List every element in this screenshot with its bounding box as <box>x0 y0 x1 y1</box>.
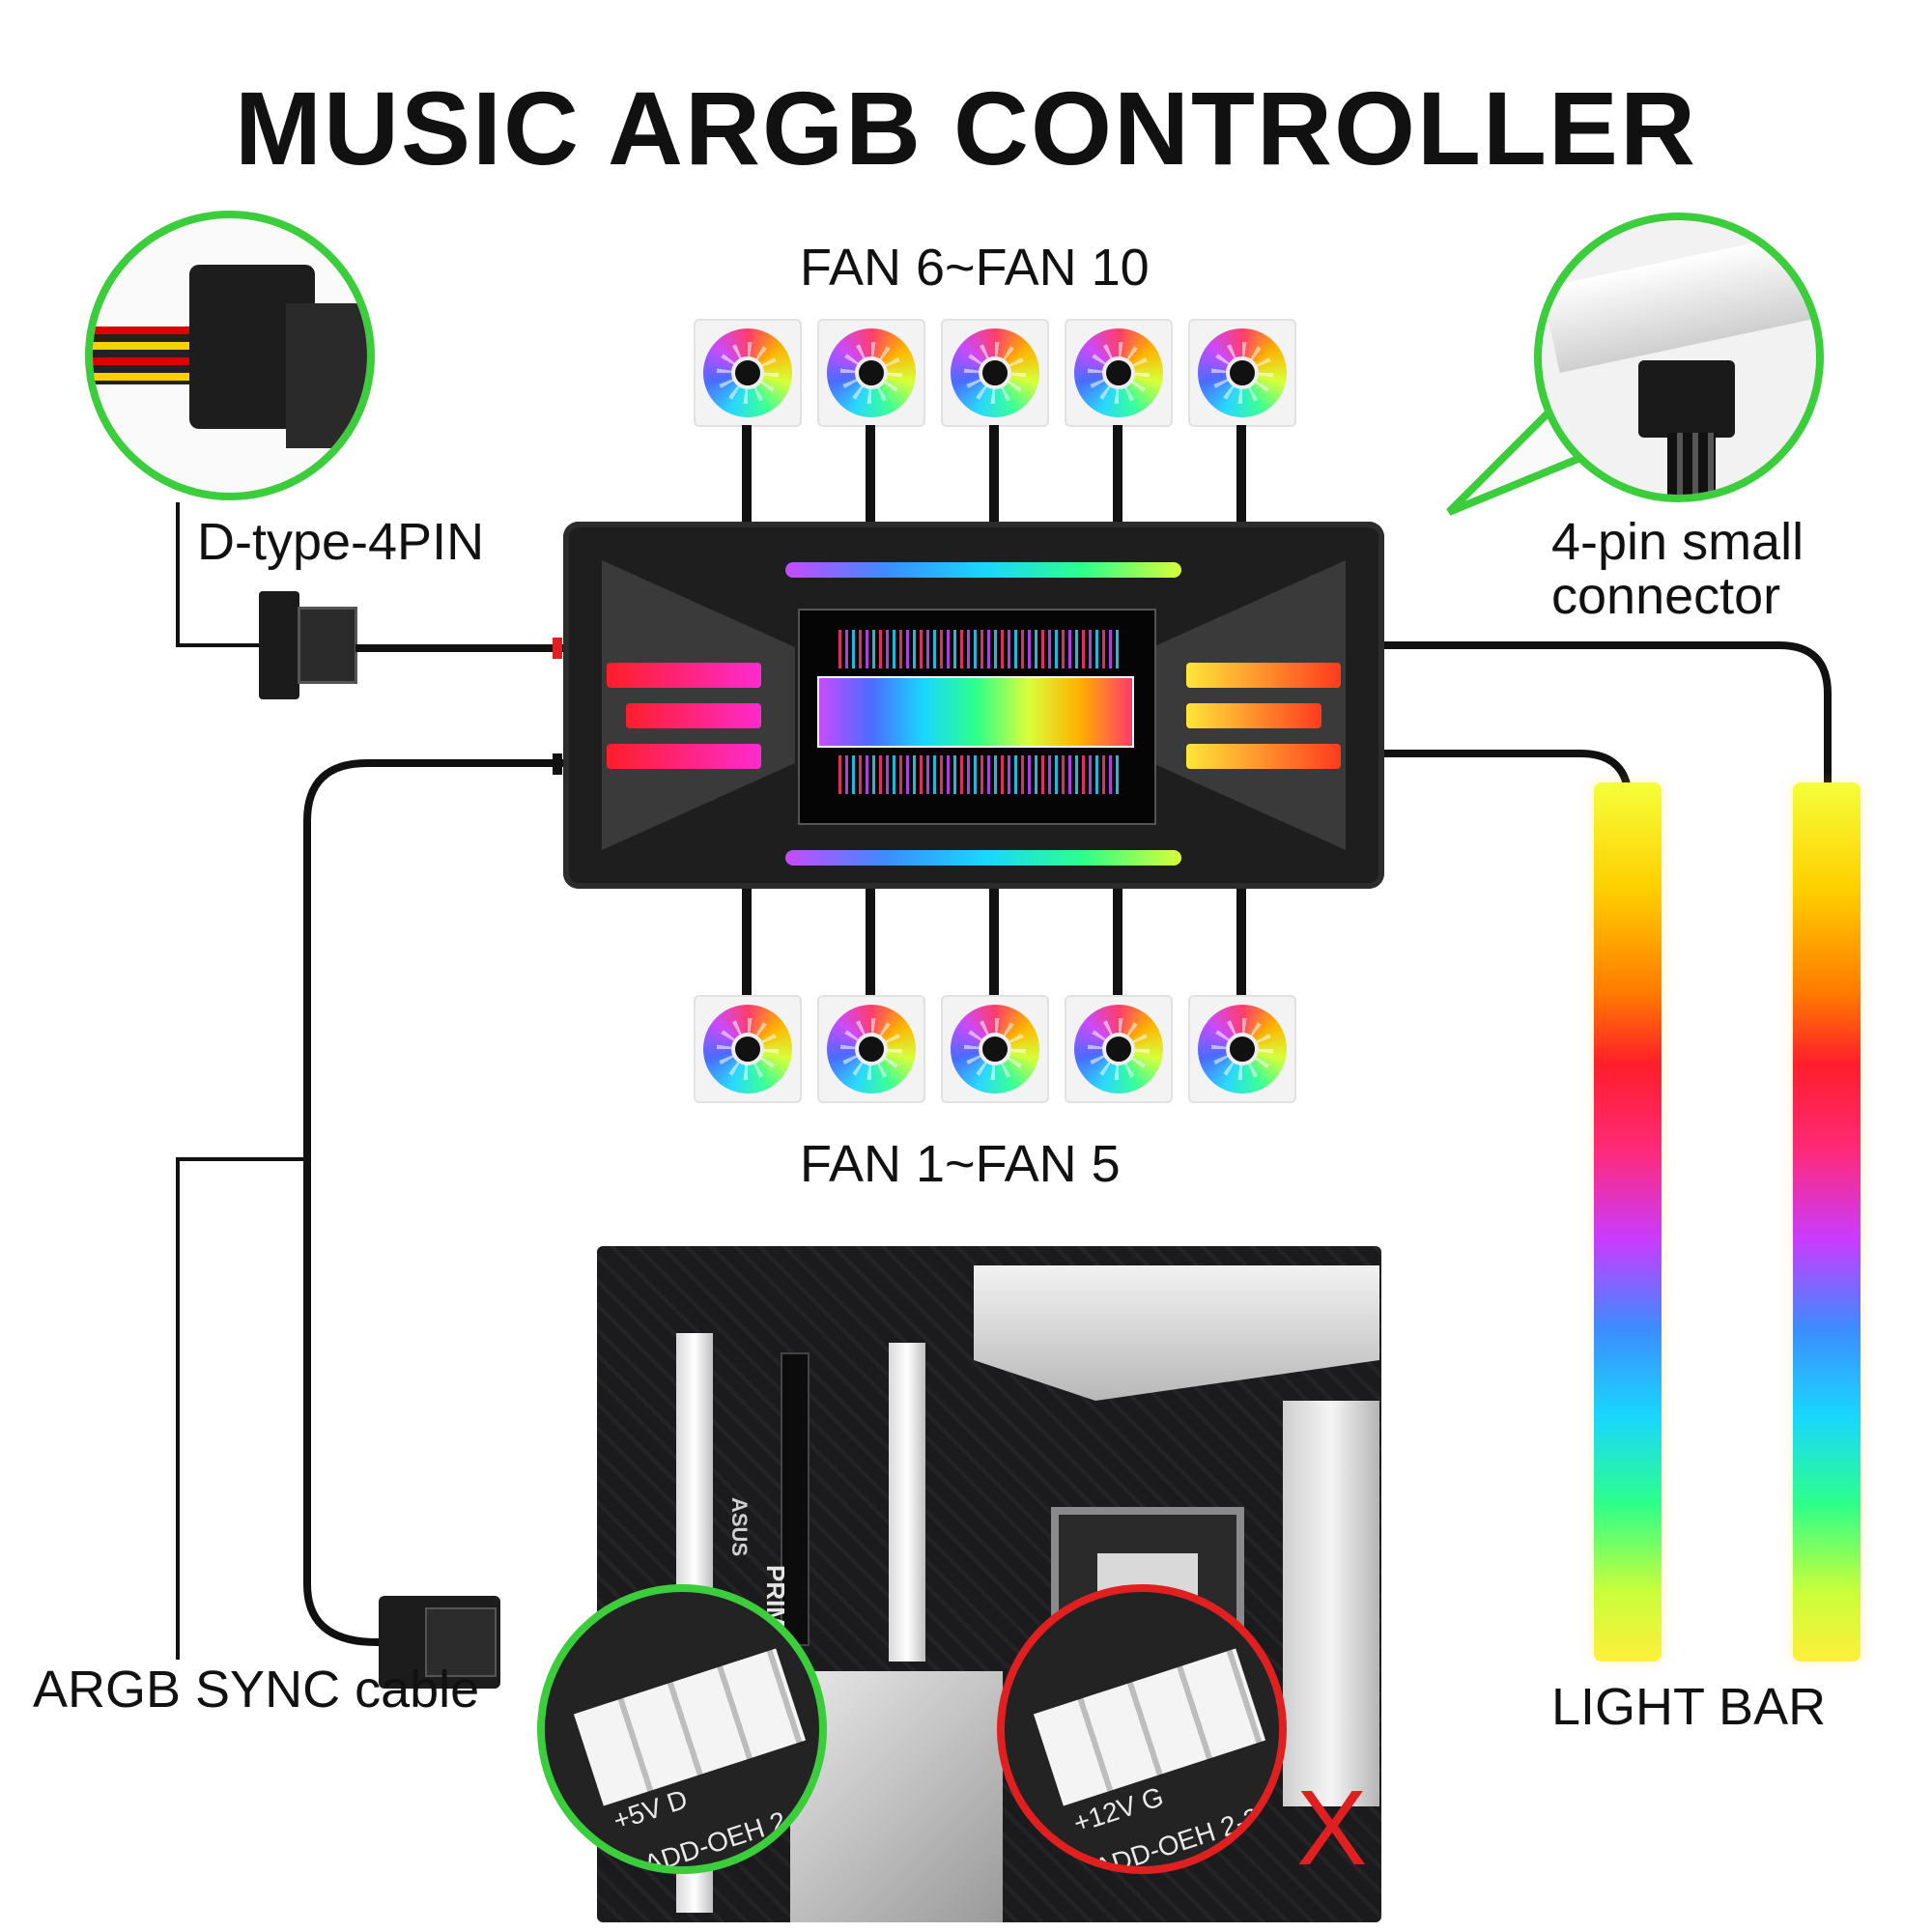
sync-leader-vertical <box>176 1157 180 1660</box>
dtype-connector-wires <box>93 327 199 384</box>
fan-cable-9 <box>1113 425 1122 522</box>
controller-right-bar-1 <box>1186 663 1341 688</box>
controller-left-bar-3 <box>607 744 761 769</box>
controller-right-bar-2 <box>1186 703 1321 728</box>
controller-display <box>798 609 1156 825</box>
page-title: MUSIC ARGB CONTROLLER <box>235 70 1697 186</box>
fan-icon-7 <box>817 319 925 427</box>
controller-bottom-light <box>785 850 1181 866</box>
fans-bottom-label: FAN 1~FAN 5 <box>800 1135 1121 1193</box>
dtype-connector-callout <box>85 211 375 500</box>
incorrect-x-mark: X <box>1296 1769 1368 1888</box>
sync-leader-horizontal <box>176 1157 303 1161</box>
equalizer-bottom <box>838 755 1119 794</box>
small-connector-callout <box>1534 213 1824 502</box>
controller-left-bar-1 <box>607 663 761 688</box>
pcie-slot-2 <box>781 1352 810 1646</box>
dtype-cable <box>355 644 563 652</box>
light-bar-2 <box>1793 782 1861 1662</box>
vrm-heatsink-right <box>1283 1401 1379 1806</box>
controller-left-bar-2 <box>626 703 761 728</box>
dtype-leader-vertical <box>176 502 180 647</box>
fan-cable-6 <box>742 425 752 522</box>
equalizer-main-bar <box>817 676 1134 748</box>
incorrect-header-pins <box>1033 1648 1266 1806</box>
fan-cable-8 <box>989 425 999 522</box>
small-connector-plug <box>1638 360 1735 438</box>
small-connector-label-line2: connector <box>1551 567 1781 625</box>
dtype-plug-icon <box>259 591 299 699</box>
fan-cable-4 <box>1113 889 1122 995</box>
fan-icon-3 <box>941 995 1049 1103</box>
fan-icon-4 <box>1065 995 1173 1103</box>
dtype-connector-plug <box>286 303 367 448</box>
fan-cable-5 <box>1236 889 1246 995</box>
equalizer-top <box>838 630 1119 668</box>
fan-cable-3 <box>989 889 999 995</box>
fan-cable-1 <box>742 889 752 995</box>
light-bar-1 <box>1594 782 1662 1662</box>
fan-icon-5 <box>1188 995 1296 1103</box>
dtype-port-marker <box>553 638 562 659</box>
argb-sync-cable <box>303 759 563 1646</box>
argb-sync-plug-face <box>425 1607 497 1677</box>
controller-top-light <box>785 562 1181 578</box>
small-connector-label-line1: 4-pin small <box>1551 513 1804 571</box>
incorrect-header-callout: +12V G ADD-OEH 2-2 <box>997 1584 1287 1874</box>
dtype-label: D-type-4PIN <box>197 513 485 571</box>
controller-right-bar-3 <box>1186 744 1341 769</box>
motherboard-brand: ASUS <box>727 1497 752 1557</box>
small-connector-wires <box>1667 433 1716 495</box>
fan-icon-9 <box>1065 319 1173 427</box>
light-bar-label: LIGHT BAR <box>1551 1678 1827 1736</box>
fan-cable-2 <box>866 889 875 995</box>
fan-cable-10 <box>1236 425 1246 522</box>
fan-icon-2 <box>817 995 925 1103</box>
dtype-leader-horizontal <box>176 643 263 647</box>
correct-header-pins <box>573 1648 807 1806</box>
fan-icon-8 <box>941 319 1049 427</box>
fan-icon-6 <box>694 319 802 427</box>
fan-icon-1 <box>694 995 802 1103</box>
fans-top-label: FAN 6~FAN 10 <box>800 239 1150 297</box>
pcie-slot-3 <box>889 1343 925 1662</box>
fan-cable-7 <box>866 425 875 522</box>
sync-port-marker <box>553 753 562 775</box>
correct-header-callout: +5V D ADD-OEH 2 <box>537 1584 827 1874</box>
sync-cable-label: ARGB SYNC cable <box>33 1661 480 1719</box>
light-bar-cables <box>1384 641 1832 803</box>
argb-controller-hub <box>563 522 1384 889</box>
fan-icon-10 <box>1188 319 1296 427</box>
